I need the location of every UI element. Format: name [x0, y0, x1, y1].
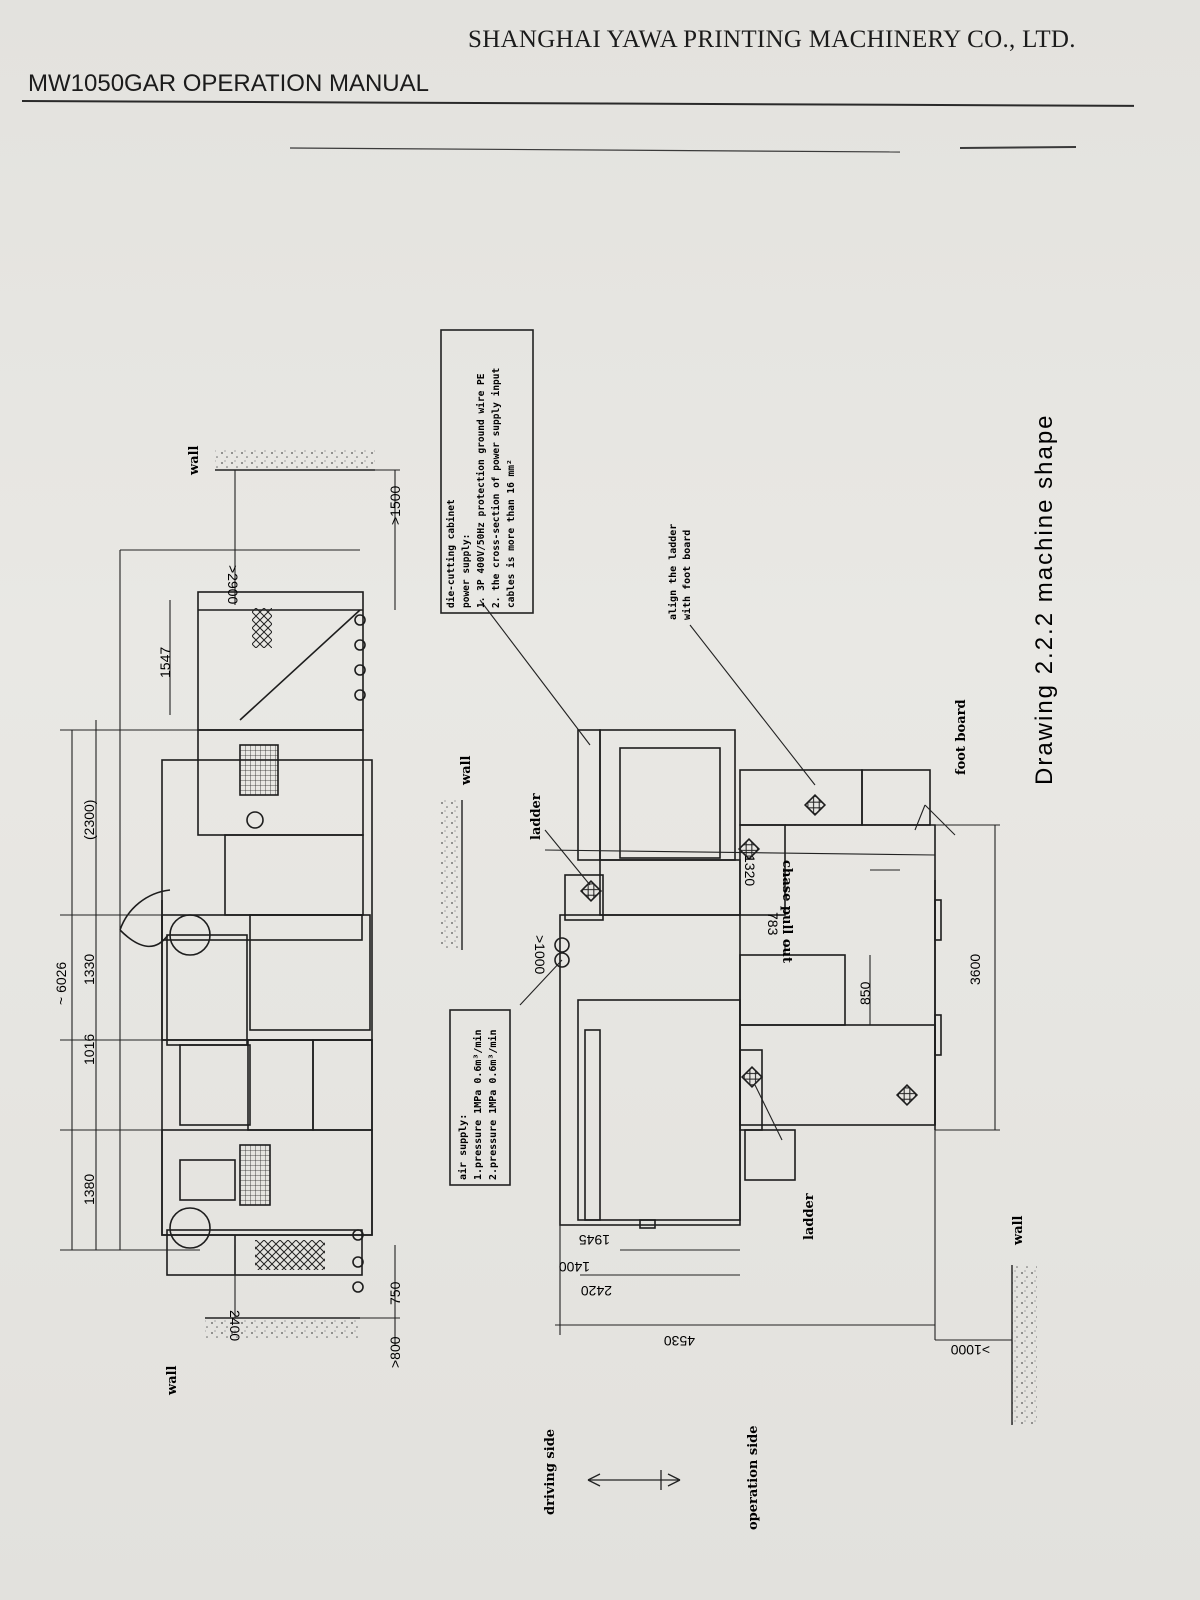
svg-text:power supply:: power supply: [461, 534, 472, 608]
air-note-box [449, 1009, 511, 1186]
left-dimension-lines [60, 469, 400, 1345]
operation-side-label: operation side [746, 1425, 761, 1530]
dim-1945: 1945 [579, 1232, 610, 1248]
wall-hatches [205, 448, 1037, 1425]
dim-4530: 4530 [664, 1333, 695, 1349]
cabinet-note: die-cutting cabinet power supply: 1. 3P … [446, 368, 517, 608]
machine-plan-right [554, 729, 942, 1229]
air-note: air supply: 1.pressure 1MPa 0.6m³/min 2.… [457, 1029, 499, 1180]
dim-850: 850 [857, 981, 873, 1005]
wall-label-3: wall [459, 755, 474, 786]
dim-2420: 2420 [581, 1283, 612, 1299]
dim-3600: 3600 [967, 954, 983, 985]
leader-lines [479, 599, 956, 1141]
align-ladder-line1: align the ladder [667, 524, 679, 620]
dim-2300: (2300) [81, 800, 97, 840]
foot-board-label: foot board [954, 699, 969, 775]
dim-1330: 1330 [81, 954, 97, 985]
svg-text:cables is more than 16 mm²: cables is more than 16 mm² [506, 459, 517, 608]
svg-text:2.pressure 1MPa 0.6m³/min: 2.pressure 1MPa 0.6m³/min [487, 1029, 499, 1180]
align-ladder-line2: with foot board [681, 530, 693, 620]
ladder-label-1: ladder [529, 793, 544, 840]
chase-pull-out-label: chase pull out [779, 860, 794, 963]
svg-text:die-cutting cabinet: die-cutting cabinet [446, 499, 457, 608]
company-name: SHANGHAI YAWA PRINTING MACHINERY CO., LT… [468, 26, 1076, 53]
top-faint-rules [289, 146, 1077, 153]
dim-1000-mid: >1000 [532, 935, 548, 975]
dim-1500: >1500 [387, 485, 403, 525]
dim-1380: 1380 [81, 1174, 97, 1205]
machine-plan-left [119, 591, 373, 1293]
wall-label-4: wall [1011, 1215, 1026, 1246]
manual-title: MW1050GAR OPERATION MANUAL [28, 70, 429, 97]
dim-2900: >2900 [225, 565, 241, 605]
dim-2400: 2400 [227, 1310, 243, 1341]
dim-overall: ~ 6026 [53, 962, 69, 1005]
dim-800: >800 [387, 1336, 403, 1368]
dim-1000-bottom: >1000 [950, 1342, 990, 1358]
dim-750: 750 [387, 1281, 403, 1305]
side-direction-arrow [587, 1470, 681, 1490]
svg-text:1.pressure 1MPa 0.6m³/min: 1.pressure 1MPa 0.6m³/min [472, 1029, 484, 1180]
svg-text:2. the cross-section of power: 2. the cross-section of power supply inp… [491, 368, 502, 608]
dim-1016: 1016 [81, 1034, 97, 1065]
svg-text:air supply:: air supply: [457, 1114, 469, 1180]
right-dimension-lines [519, 824, 1012, 1341]
dim-1320: 1320 [742, 855, 758, 886]
dim-1547: 1547 [157, 647, 173, 678]
cabinet-note-box [440, 329, 534, 614]
svg-text:1. 3P 400V/50Hz protection gr: 1. 3P 400V/50Hz protection ground wire P… [476, 373, 487, 608]
dim-783: 783 [765, 912, 781, 936]
driving-side-label: driving side [543, 1429, 558, 1515]
ladder-label-2: ladder [802, 1193, 817, 1240]
drawing-caption: Drawing 2.2.2 machine shape [1031, 413, 1058, 785]
wall-label-1: wall [165, 1365, 180, 1396]
wall-label-2: wall [187, 445, 202, 476]
dim-1400: 1400 [559, 1259, 590, 1275]
